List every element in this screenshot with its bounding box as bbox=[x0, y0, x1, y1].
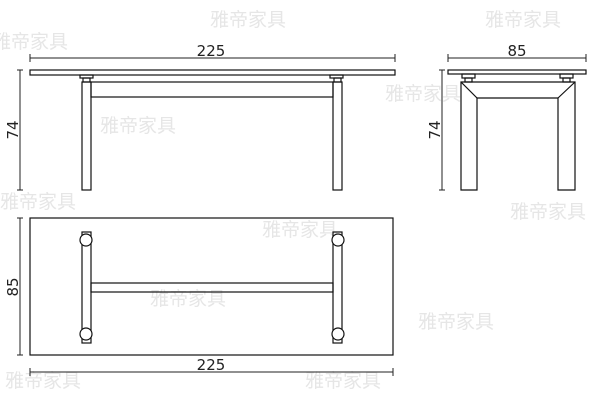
watermark: 雅帝家具 bbox=[210, 9, 286, 31]
watermark: 雅帝家具 bbox=[385, 83, 461, 105]
watermark: 雅帝家具 bbox=[0, 31, 68, 53]
watermarks: 雅帝家具 雅帝家具 雅帝家具 雅帝家具 雅帝家具 雅帝家具 雅帝家具 雅帝家具 … bbox=[0, 9, 586, 392]
watermark: 雅帝家具 bbox=[262, 219, 338, 241]
leg-foot bbox=[79, 233, 93, 247]
leg-foot bbox=[331, 233, 345, 247]
depth-label: 85 bbox=[4, 277, 22, 296]
height-label: 74 bbox=[4, 120, 22, 139]
width-dimension: 85 bbox=[447, 42, 587, 62]
width-label: 225 bbox=[197, 356, 226, 374]
leg-foot bbox=[79, 327, 93, 341]
watermark: 雅帝家具 bbox=[5, 370, 81, 392]
depth-dimension: 85 bbox=[4, 217, 23, 356]
stretcher bbox=[90, 282, 334, 293]
leg-foot bbox=[331, 327, 345, 341]
width-label: 225 bbox=[197, 42, 226, 60]
watermark: 雅帝家具 bbox=[485, 9, 561, 31]
watermark: 雅帝家具 bbox=[305, 370, 381, 392]
leg bbox=[332, 81, 343, 191]
width-dimension: 225 bbox=[29, 356, 394, 376]
width-label: 85 bbox=[507, 42, 526, 60]
height-dimension: 74 bbox=[4, 69, 23, 191]
width-dimension: 225 bbox=[29, 42, 396, 62]
watermark: 雅帝家具 bbox=[100, 115, 176, 137]
side-view: 85 74 bbox=[426, 42, 587, 191]
watermark: 雅帝家具 bbox=[150, 288, 226, 310]
leg-rail bbox=[81, 231, 92, 344]
tabletop bbox=[29, 69, 396, 76]
height-label: 74 bbox=[426, 120, 444, 139]
watermark: 雅帝家具 bbox=[510, 201, 586, 223]
leg-frame bbox=[460, 81, 576, 191]
leg bbox=[81, 81, 92, 191]
front-view: 225 74 bbox=[4, 42, 396, 191]
top-view: 225 85 bbox=[4, 217, 394, 376]
watermark: 雅帝家具 bbox=[0, 191, 76, 213]
watermark: 雅帝家具 bbox=[418, 311, 494, 333]
height-dimension: 74 bbox=[426, 69, 445, 191]
stretcher bbox=[90, 81, 334, 98]
leg-rail bbox=[332, 231, 343, 344]
tabletop-outline bbox=[29, 217, 394, 356]
tabletop bbox=[447, 69, 587, 75]
